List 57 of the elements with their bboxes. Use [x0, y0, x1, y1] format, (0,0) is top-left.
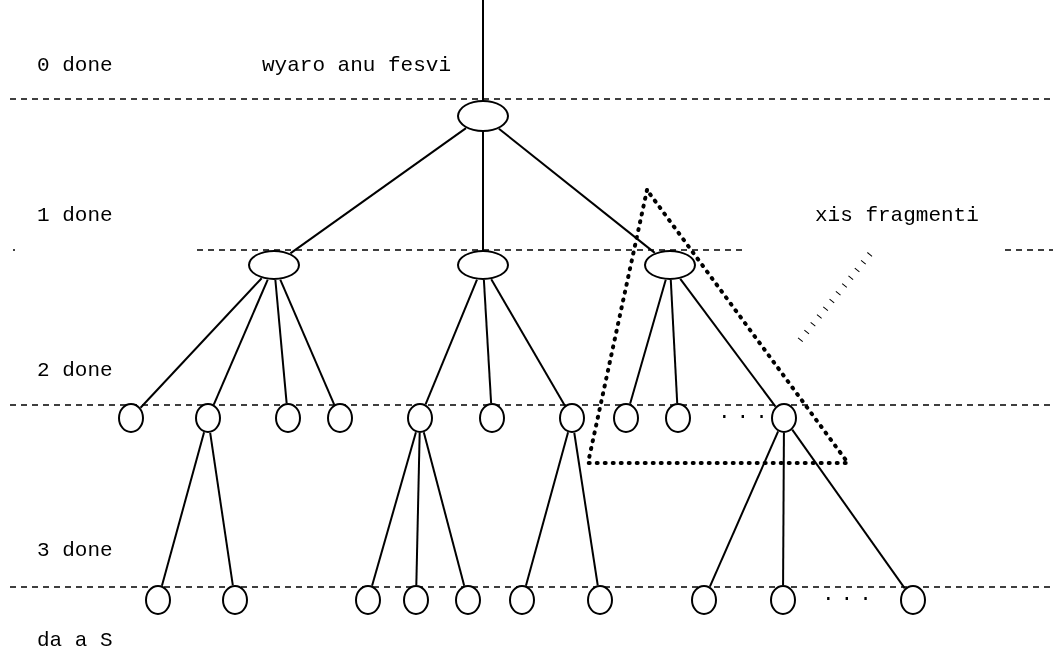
tree-node [479, 403, 505, 433]
tree-edge [482, 279, 493, 405]
tree-node [355, 585, 381, 615]
tree-edge [497, 127, 656, 254]
ellipsis-text: ... [718, 402, 774, 423]
tree-edge [212, 278, 269, 406]
tree-node [275, 403, 301, 433]
level-label: 3 done [37, 540, 113, 561]
tree-edge [289, 127, 467, 255]
tree-title: wyaro anu fesvi [262, 55, 452, 76]
tree-node [770, 585, 796, 615]
tree-node [195, 403, 221, 433]
tree-edge [782, 432, 785, 586]
tree-node [455, 585, 481, 615]
tree-edge [274, 279, 288, 405]
tree-edge [524, 431, 570, 587]
tree-edge [482, 0, 484, 101]
tree-edge [371, 431, 417, 587]
tree-node [248, 250, 300, 280]
tree-node [771, 403, 797, 433]
tree-node [457, 100, 509, 132]
tree-node [559, 403, 585, 433]
ellipsis-text: ... [822, 584, 878, 605]
tree-edge [669, 279, 679, 405]
tree-edge [422, 431, 466, 587]
tree-edge [279, 278, 336, 406]
tree-edge [139, 277, 263, 409]
footer-text: da a S [37, 630, 113, 651]
tree-node [145, 585, 171, 615]
tree-edge [791, 428, 906, 590]
tree-node [118, 403, 144, 433]
tree-edge [679, 277, 777, 408]
tree-edge [573, 431, 599, 587]
tree-node [457, 250, 509, 280]
tree-node [900, 585, 926, 615]
tree-node [691, 585, 717, 615]
tree-edge [415, 432, 421, 586]
tree-edge [708, 430, 780, 588]
tree-node [613, 403, 639, 433]
level-label: 1 done [37, 205, 113, 226]
tree-edge [629, 278, 667, 405]
tree-node [222, 585, 248, 615]
tree-node [403, 585, 429, 615]
tree-edge [209, 431, 234, 587]
tree-node [327, 403, 353, 433]
tree-node [407, 403, 433, 433]
annotation-text: xis fragmenti [815, 204, 979, 227]
tree-node [509, 585, 535, 615]
tree-edge [482, 131, 484, 251]
level-label: 0 done [37, 55, 113, 76]
tree-edge [490, 278, 566, 407]
tree-node [644, 250, 696, 280]
tree-node [587, 585, 613, 615]
tree-edge [424, 278, 478, 406]
tree-edge [160, 431, 206, 587]
level-label: 2 done [37, 360, 113, 381]
tree-node [665, 403, 691, 433]
